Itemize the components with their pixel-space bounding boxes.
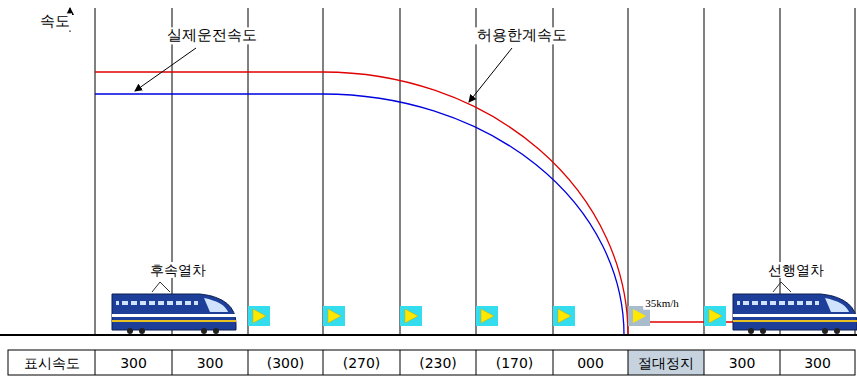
table-cell: (270)	[325, 355, 398, 371]
table-cell: 절대정지	[630, 355, 702, 371]
train-label: 선행열차	[766, 262, 826, 278]
train-label: 후속열차	[148, 262, 208, 278]
table-cell: 000	[555, 355, 626, 371]
table-cell: (170)	[478, 355, 551, 371]
curve-label: 허용한계속도	[475, 27, 569, 44]
table-cell: 300	[174, 355, 246, 371]
speed-note: 35km/h	[643, 297, 681, 310]
table-cell: (300)	[250, 355, 321, 371]
table-cell: 300	[706, 355, 778, 371]
axis-label: 속도	[38, 13, 72, 30]
table-cell: 300	[97, 355, 170, 371]
table-cell: (230)	[402, 355, 474, 371]
table-header: 표시속도	[10, 355, 93, 371]
table-cell: 300	[782, 355, 853, 371]
curve-label: 실제운전속도	[165, 27, 259, 44]
